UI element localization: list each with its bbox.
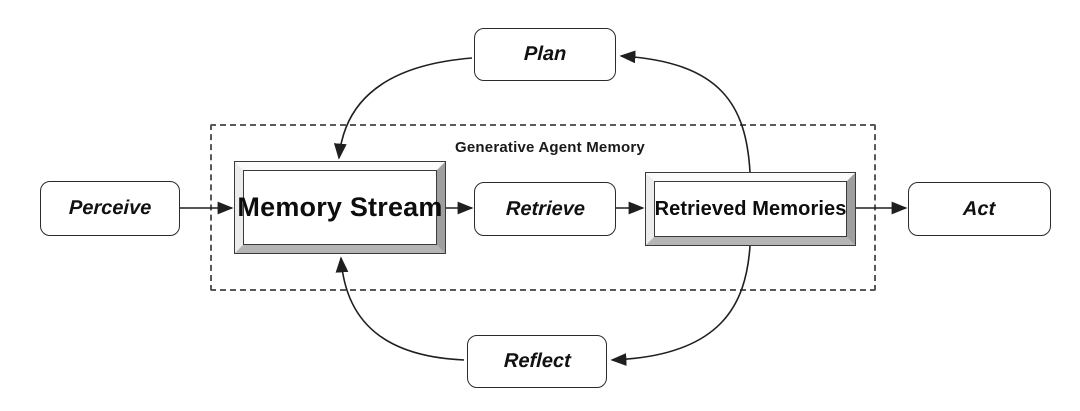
node-retrieve: Retrieve [474,182,616,236]
node-plan: Plan [474,28,616,81]
node-perceive: Perceive [40,181,180,236]
node-memory-stream: Memory Stream [234,161,446,254]
node-reflect: Reflect [467,335,607,388]
retrieved-memories-bevel-frame: Retrieved Memories [646,173,855,245]
boundary-title: Generative Agent Memory [455,139,645,156]
node-retrieved-memories: Retrieved Memories [645,172,856,246]
node-reflect-label: Reflect [503,350,571,372]
node-plan-label: Plan [523,43,567,65]
node-retrieved-memories-label: Retrieved Memories [654,197,847,220]
node-act: Act [908,182,1051,236]
node-act-label: Act [963,197,997,220]
memory-stream-inner: Memory Stream [237,170,442,245]
memory-stream-bevel-frame: Memory Stream [235,162,445,253]
node-memory-stream-label: Memory Stream [237,192,443,222]
node-perceive-label: Perceive [68,197,152,219]
node-retrieve-label: Retrieve [505,197,585,220]
retrieved-memories-inner: Retrieved Memories [654,181,847,237]
